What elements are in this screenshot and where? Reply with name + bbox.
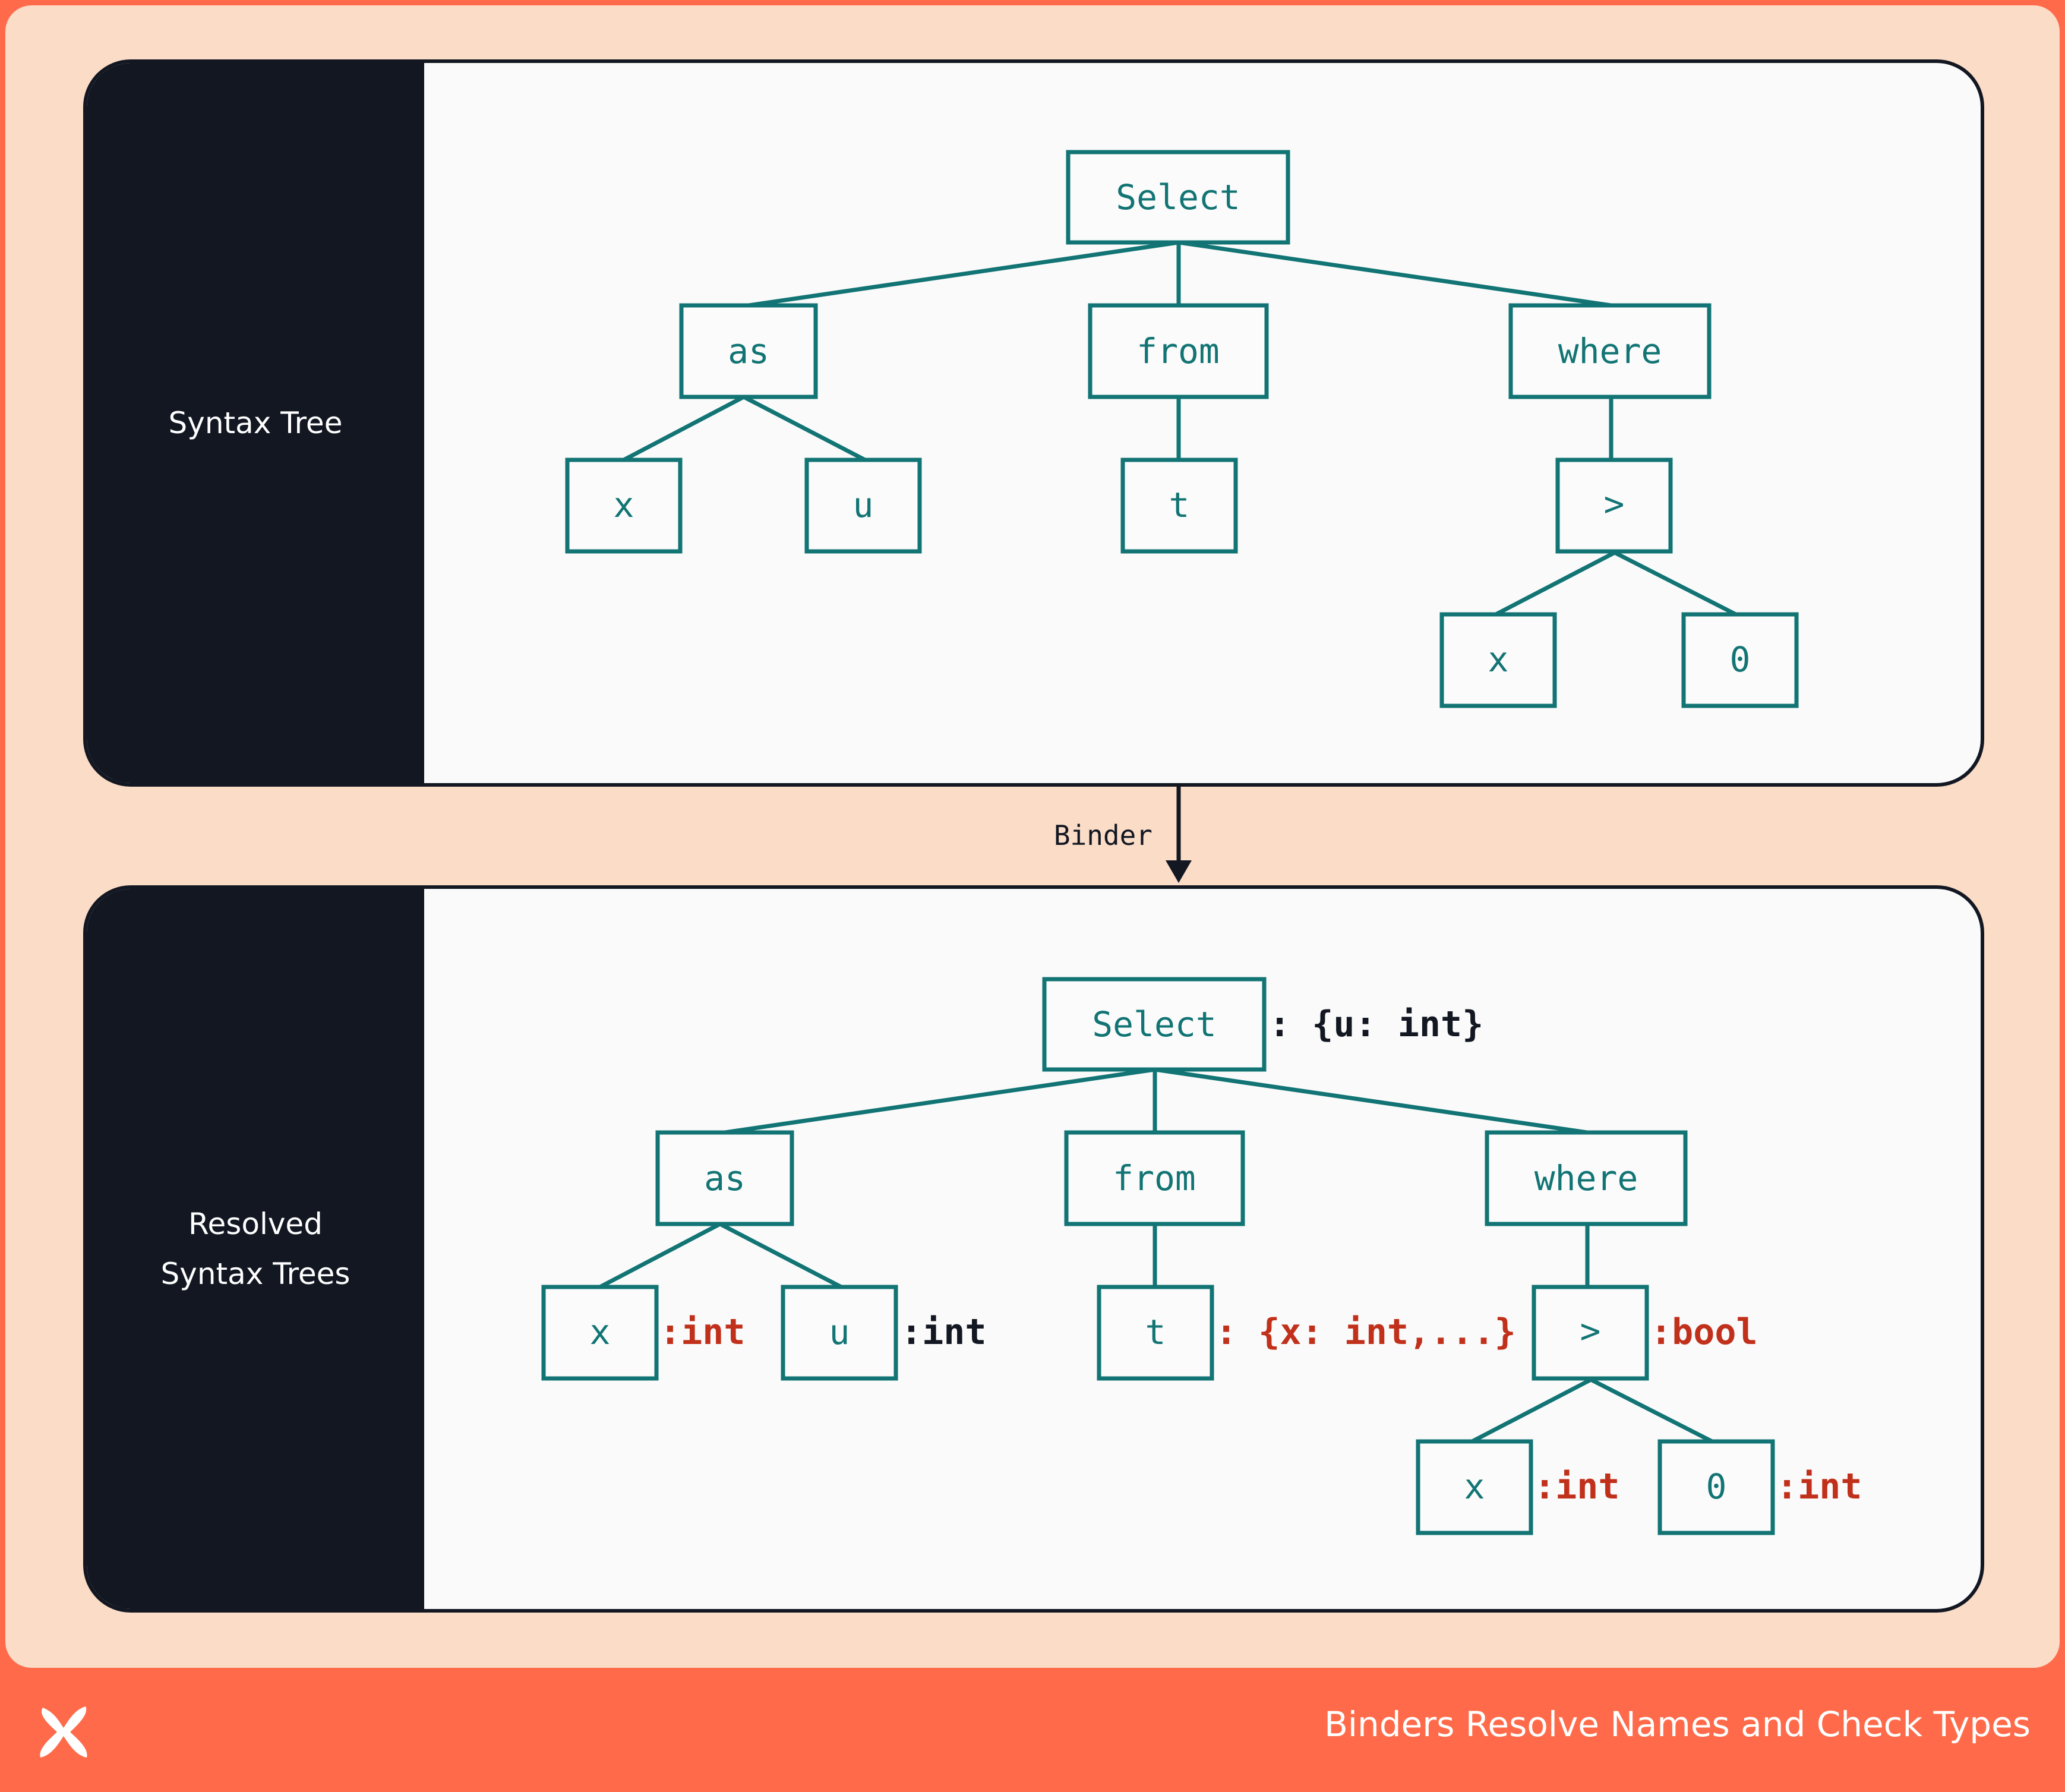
svg-text:0: 0 [1706, 1466, 1727, 1507]
binder-connector: Binder [1054, 787, 1192, 883]
svg-text:t: t [1169, 485, 1190, 525]
type-annotation: :int [1776, 1466, 1862, 1507]
node-x: x [541, 1285, 659, 1381]
top-tree-edges [623, 240, 1737, 617]
panel-label-line: Syntax Trees [160, 1257, 351, 1291]
node-from: from [1064, 1130, 1245, 1226]
panel-label: Syntax Tree [87, 63, 424, 783]
tree-edge [724, 1067, 1155, 1135]
panel-sidebar [87, 63, 424, 783]
node-t: t [1097, 1285, 1214, 1381]
node-select: Select [1066, 150, 1290, 245]
figure-title: Binders Resolve Names and Check Types [1324, 1704, 2031, 1744]
type-annotations: : {u: int} :int :int : {x: int,...} :boo… [659, 1004, 1862, 1507]
svg-text:x: x [614, 485, 634, 525]
node-zero: 0 [1681, 612, 1799, 708]
bottom-tree-nodes: Select as from where x u t > [541, 977, 1775, 1535]
svg-text:>: > [1580, 1311, 1601, 1351]
svg-text:Select: Select [1116, 177, 1240, 217]
type-annotation: : {u: int} [1269, 1004, 1483, 1045]
type-annotation: :bool [1650, 1311, 1758, 1353]
x-logo-icon [40, 1706, 87, 1758]
type-annotation: :int [1534, 1466, 1620, 1507]
node-u: u [804, 458, 922, 554]
tree-edge [1614, 550, 1737, 617]
svg-text:>: > [1604, 484, 1625, 524]
tree-edge [719, 1222, 842, 1289]
top-tree-nodes: Select as from where x u t > [565, 150, 1799, 708]
panel-label-line: Resolved [188, 1207, 323, 1241]
svg-text:x: x [590, 1312, 611, 1352]
tree-edge [623, 395, 745, 462]
tree-edge [743, 395, 866, 462]
node-u: u [781, 1285, 898, 1381]
svg-text:as: as [728, 331, 769, 371]
node-zero: 0 [1657, 1439, 1775, 1535]
svg-text:from: from [1113, 1158, 1196, 1198]
svg-text:u: u [853, 485, 874, 525]
node-select: Select [1042, 977, 1267, 1072]
tree-edge [1154, 1067, 1588, 1135]
svg-text:where: where [1558, 331, 1662, 371]
svg-text:x: x [1464, 1466, 1485, 1507]
binder-label: Binder [1054, 819, 1153, 851]
tree-edge [1178, 240, 1612, 308]
resolved-syntax-trees-panel: Resolved Syntax Trees [83, 885, 1984, 1613]
node-greater-than: > [1532, 1285, 1649, 1381]
tree-edge [1495, 550, 1616, 617]
node-where: where [1508, 303, 1712, 399]
svg-text:u: u [829, 1312, 850, 1352]
node-x: x [565, 458, 683, 554]
tree-edge [1471, 1377, 1592, 1444]
svg-text:from: from [1136, 331, 1220, 371]
arrow-down-icon [1166, 860, 1192, 883]
node-t: t [1120, 458, 1238, 554]
syntax-tree-panel: Syntax Tree [83, 59, 1984, 787]
svg-text:Select: Select [1092, 1004, 1217, 1045]
svg-text:x: x [1488, 639, 1509, 680]
panel-label: Resolved Syntax Trees [87, 889, 424, 1609]
type-annotation: : {x: int,...} [1215, 1311, 1516, 1353]
type-annotation: :int [659, 1311, 746, 1353]
tree-edge [1590, 1377, 1713, 1444]
node-x: x [1416, 1439, 1533, 1535]
svg-text:where: where [1534, 1158, 1638, 1198]
node-from: from [1088, 303, 1269, 399]
panel-sidebar [87, 889, 424, 1609]
node-where: where [1485, 1130, 1688, 1226]
node-as: as [679, 303, 818, 399]
node-greater-than: > [1555, 458, 1673, 554]
svg-text:t: t [1145, 1312, 1166, 1352]
bottom-tree-edges [599, 1067, 1713, 1444]
type-annotation: :int [901, 1311, 987, 1353]
tree-edge [599, 1222, 721, 1289]
tree-edge [748, 240, 1179, 308]
svg-text:as: as [704, 1158, 746, 1198]
node-x: x [1439, 612, 1557, 708]
svg-text:0: 0 [1730, 639, 1751, 680]
panel-label-line: Syntax Tree [168, 406, 343, 440]
node-as: as [655, 1130, 794, 1226]
